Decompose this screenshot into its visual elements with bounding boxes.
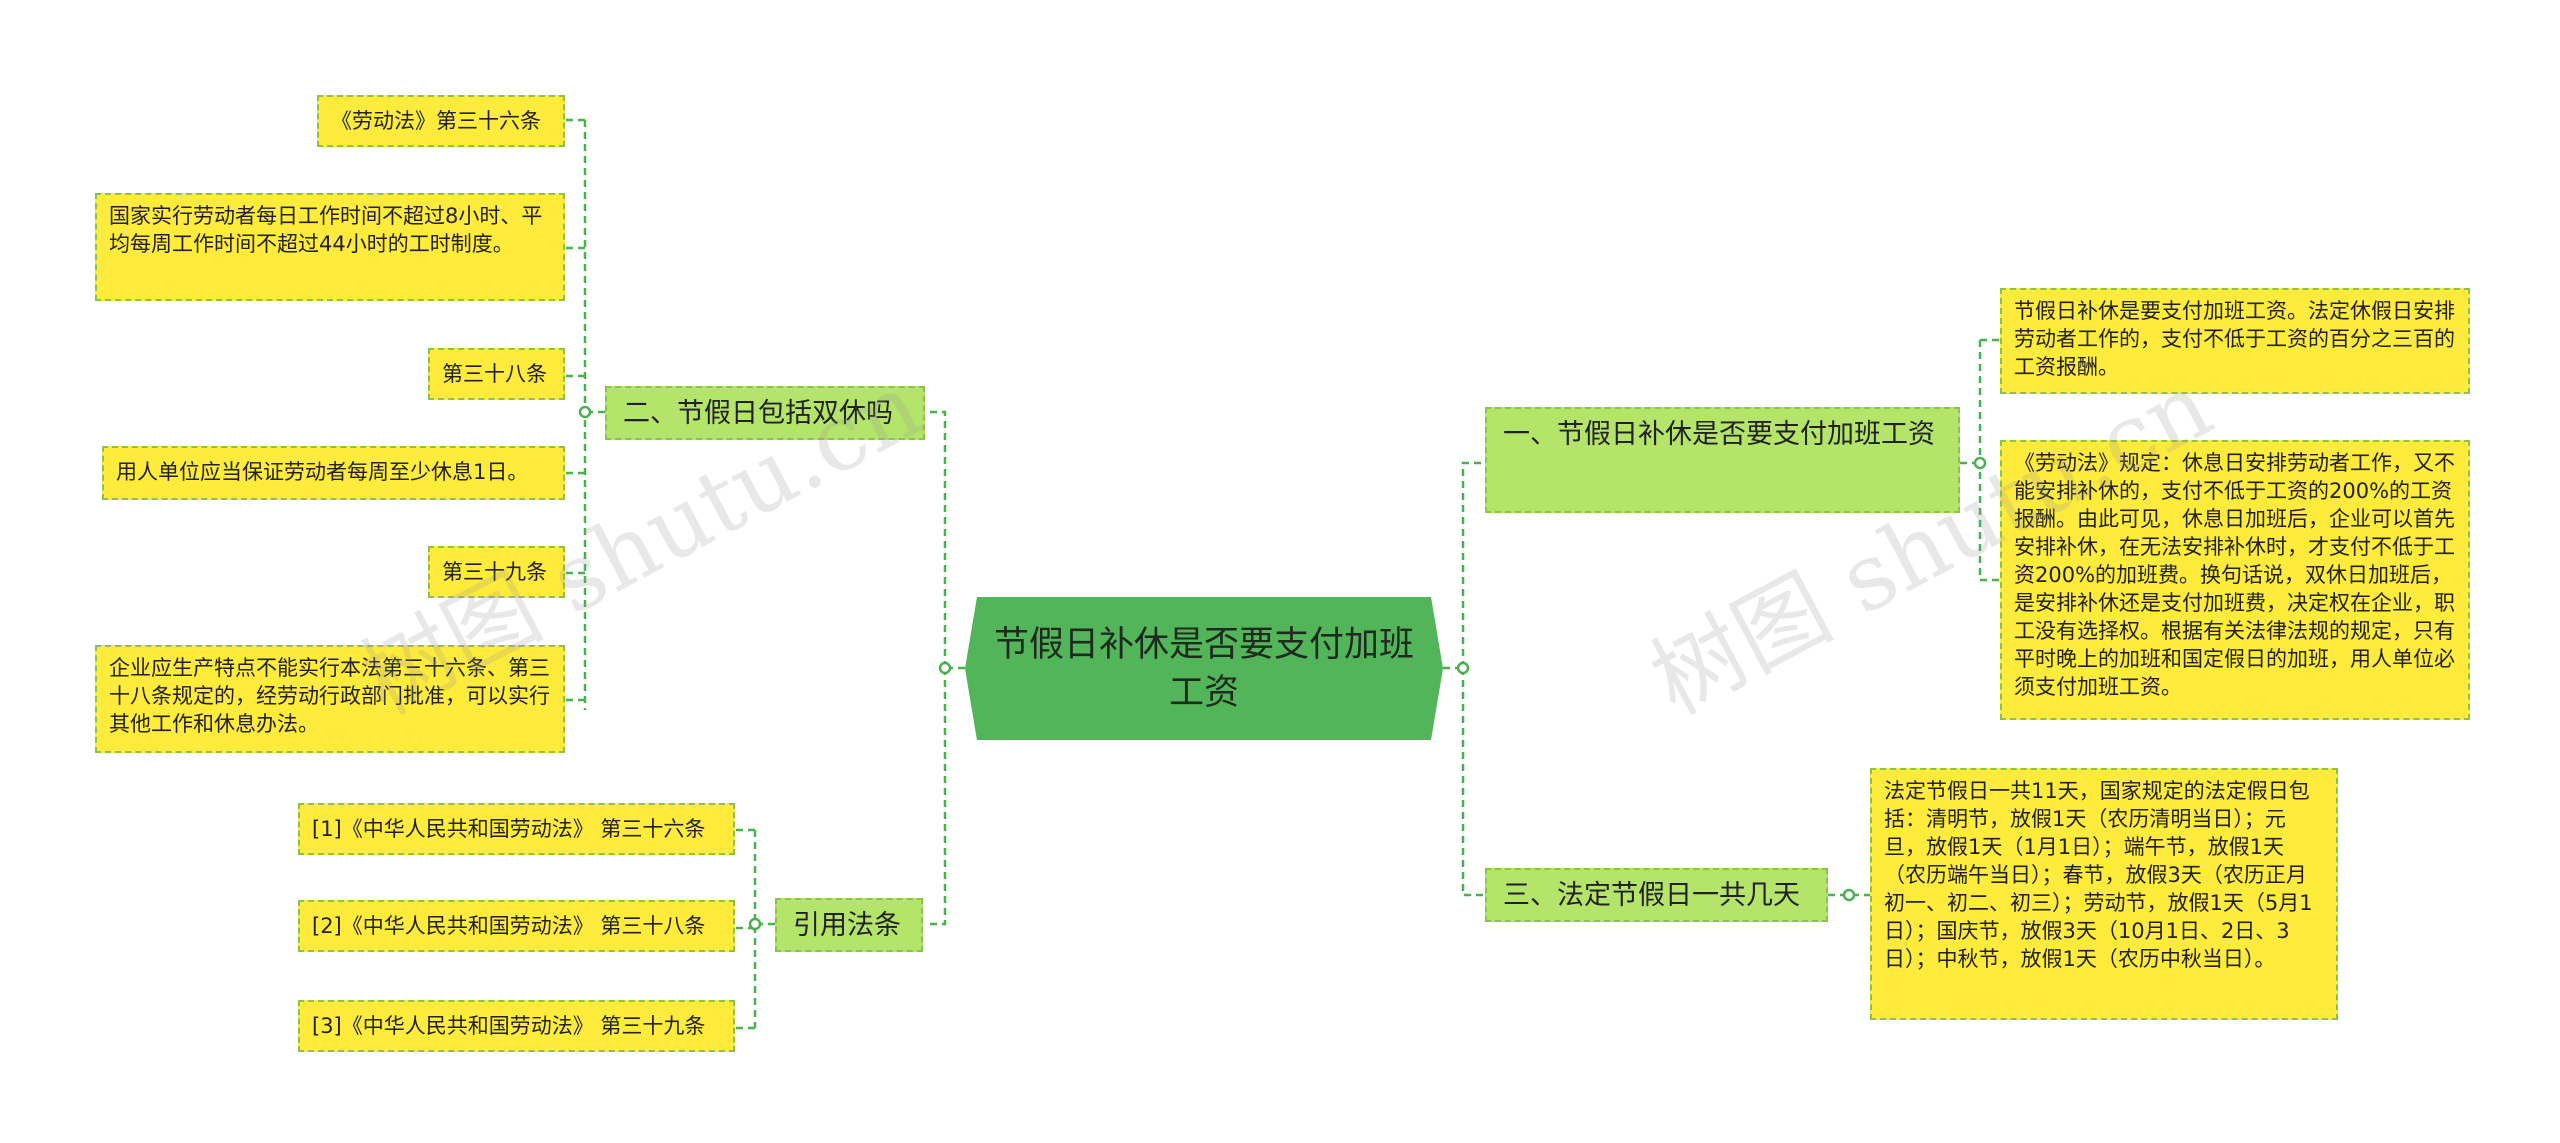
leaf-other-arrangements[interactable]: 企业应生产特点不能实行本法第三十六条、第三十八条规定的，经劳动行政部门批准，可以… — [95, 645, 565, 753]
leaf-working-hours[interactable]: 国家实行劳动者每日工作时间不超过8小时、平均每周工作时间不超过44小时的工时制度… — [95, 193, 565, 301]
branch-weekend-included-label: 二、节假日包括双休吗 — [623, 398, 893, 429]
leaf-citation-1-text: [1]《中华人民共和国劳动法》 第三十六条 — [312, 817, 706, 841]
branch-holiday-count-label: 三、法定节假日一共几天 — [1503, 880, 1800, 911]
leaf-article-36[interactable]: 《劳动法》第三十六条 — [317, 95, 565, 147]
leaf-article-39-text: 第三十九条 — [442, 560, 547, 584]
leaf-working-hours-text: 国家实行劳动者每日工作时间不超过8小时、平均每周工作时间不超过44小时的工时制度… — [109, 204, 543, 256]
branch-cited-laws-label: 引用法条 — [793, 910, 901, 941]
branch-cited-laws[interactable]: 引用法条 — [775, 898, 923, 952]
branch-overtime-pay[interactable]: 一、节假日补休是否要支付加班工资 — [1485, 407, 1960, 513]
leaf-citation-2-text: [2]《中华人民共和国劳动法》 第三十八条 — [312, 914, 706, 938]
leaf-article-39[interactable]: 第三十九条 — [428, 546, 565, 598]
leaf-overtime-answer-text: 节假日补休是要支付加班工资。法定休假日安排劳动者工作的，支付不低于工资的百分之三… — [2014, 299, 2455, 379]
branch-holiday-count[interactable]: 三、法定节假日一共几天 — [1485, 868, 1828, 922]
leaf-citation-2[interactable]: [2]《中华人民共和国劳动法》 第三十八条 — [298, 900, 735, 952]
leaf-other-arrangements-text: 企业应生产特点不能实行本法第三十六条、第三十八条规定的，经劳动行政部门批准，可以… — [109, 656, 550, 736]
leaf-holiday-list-text: 法定节假日一共11天，国家规定的法定假日包括：清明节，放假1天（农历清明当日）；… — [1884, 779, 2313, 971]
leaf-citation-3-text: [3]《中华人民共和国劳动法》 第三十九条 — [312, 1014, 706, 1038]
leaf-overtime-answer[interactable]: 节假日补休是要支付加班工资。法定休假日安排劳动者工作的，支付不低于工资的百分之三… — [2000, 288, 2470, 394]
branch-weekend-included[interactable]: 二、节假日包括双休吗 — [605, 386, 925, 440]
leaf-labor-law-rule[interactable]: 《劳动法》规定：休息日安排劳动者工作，又不能安排补休的，支付不低于工资的200%… — [2000, 440, 2470, 720]
leaf-article-36-text: 《劳动法》第三十六条 — [331, 109, 541, 133]
leaf-weekly-rest[interactable]: 用人单位应当保证劳动者每周至少休息1日。 — [102, 446, 565, 500]
leaf-citation-3[interactable]: [3]《中华人民共和国劳动法》 第三十九条 — [298, 1000, 735, 1052]
leaf-labor-law-rule-text: 《劳动法》规定：休息日安排劳动者工作，又不能安排补休的，支付不低于工资的200%… — [2014, 451, 2455, 699]
root-topic-label: 节假日补休是否要支付加班工资 — [993, 624, 1414, 713]
leaf-citation-1[interactable]: [1]《中华人民共和国劳动法》 第三十六条 — [298, 803, 735, 855]
leaf-weekly-rest-text: 用人单位应当保证劳动者每周至少休息1日。 — [116, 460, 529, 484]
root-topic[interactable]: 节假日补休是否要支付加班工资 — [965, 597, 1443, 740]
leaf-article-38[interactable]: 第三十八条 — [428, 348, 565, 400]
leaf-article-38-text: 第三十八条 — [442, 362, 547, 386]
branch-overtime-pay-label: 一、节假日补休是否要支付加班工资 — [1503, 419, 1935, 450]
leaf-holiday-list[interactable]: 法定节假日一共11天，国家规定的法定假日包括：清明节，放假1天（农历清明当日）；… — [1870, 768, 2338, 1020]
